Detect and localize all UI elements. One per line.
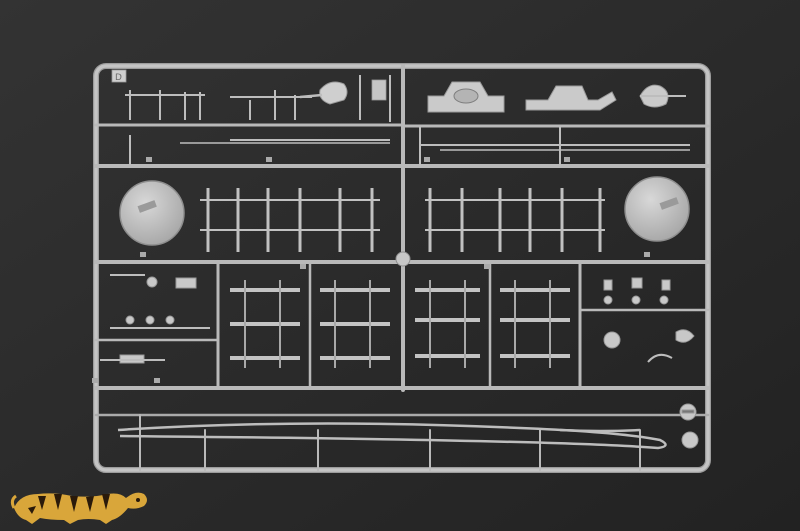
upper-ladder-parts: [200, 188, 605, 252]
left-small-parts: [100, 274, 210, 364]
tiger-logo-icon: [10, 492, 147, 524]
top-left-parts: [125, 75, 391, 165]
cable-parts: [117, 422, 667, 450]
right-small-parts: [603, 277, 699, 449]
right-disc-part: [624, 176, 690, 242]
lower-ladder-parts: [230, 288, 570, 360]
shovel-part: [299, 81, 348, 105]
top-right-parts: [427, 81, 686, 113]
left-disc-part: [119, 180, 185, 246]
sprue-letter-label: D: [115, 73, 122, 83]
